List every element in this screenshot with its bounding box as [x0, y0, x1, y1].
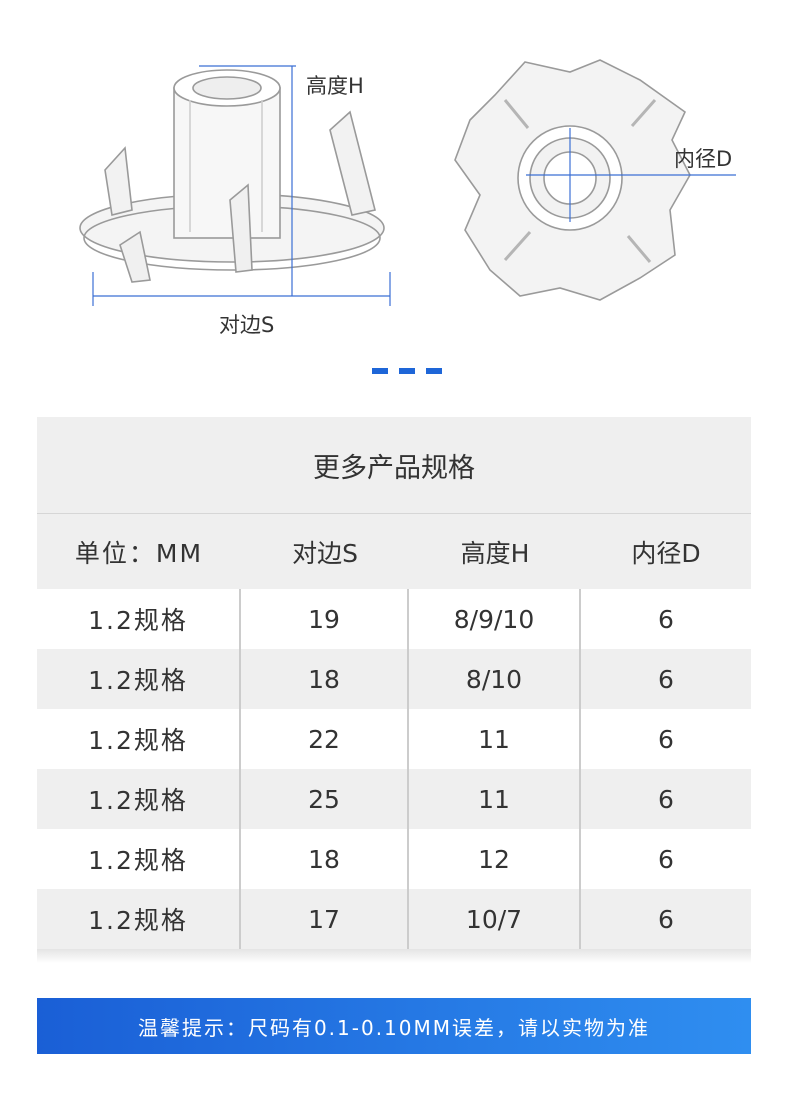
cell-side: 18	[241, 649, 409, 709]
cell-spec: 1.2规格	[37, 649, 241, 709]
cell-spec: 1.2规格	[37, 709, 241, 769]
dimension-lines-top	[526, 128, 736, 222]
cell-inner-diameter: 6	[658, 844, 674, 874]
cell-inner-diameter: 6	[658, 784, 674, 814]
height-dimension-label: 高度H	[306, 74, 364, 98]
inner-diameter-label: 内径D	[674, 147, 733, 171]
table-row: 1.2规格 17 10/7 6	[37, 889, 751, 949]
cell-inner-diameter: 6	[658, 904, 674, 934]
section-divider-dots	[372, 368, 442, 374]
cell-spec: 1.2规格	[37, 589, 241, 649]
table-row: 1.2规格 19 8/9/10 6	[37, 589, 751, 649]
cell-spec: 1.2规格	[37, 889, 241, 949]
header-side: 对边S	[292, 538, 358, 568]
header-height: 高度H	[460, 538, 530, 568]
spec-table-header: 单位：MM 对边S 高度H 内径D	[37, 514, 751, 589]
cell-side: 17	[241, 889, 409, 949]
cell-inner-diameter: 6	[658, 604, 674, 634]
cell-height: 11	[409, 769, 581, 829]
product-drawings	[79, 59, 736, 306]
cell-inner-diameter: 6	[658, 724, 674, 754]
table-row: 1.2规格 22 11 6	[37, 709, 751, 769]
table-bottom-shadow	[37, 949, 751, 963]
cell-side: 18	[241, 829, 409, 889]
header-inner-diameter: 内径D	[631, 538, 701, 568]
cell-height: 12	[409, 829, 581, 889]
table-row: 1.2规格 18 12 6	[37, 829, 751, 889]
divider-dot	[426, 368, 442, 374]
cell-inner-diameter: 6	[658, 664, 674, 694]
tee-nut-top-view	[454, 59, 691, 301]
divider-dot	[372, 368, 388, 374]
divider-dot	[399, 368, 415, 374]
dimension-lines-side	[92, 65, 391, 306]
cell-spec: 1.2规格	[37, 769, 241, 829]
cell-side: 19	[241, 589, 409, 649]
header-unit: 单位：MM	[74, 538, 204, 568]
table-row: 1.2规格 18 8/10 6	[37, 649, 751, 709]
cell-height: 11	[409, 709, 581, 769]
cell-height: 10/7	[409, 889, 581, 949]
cell-side: 25	[241, 769, 409, 829]
cell-spec: 1.2规格	[37, 829, 241, 889]
notice-text: 温馨提示：尺码有0.1-0.10MM误差，请以实物为准	[137, 1015, 651, 1040]
spec-table-title: 更多产品规格	[37, 417, 751, 514]
tolerance-notice-banner: 温馨提示：尺码有0.1-0.10MM误差，请以实物为准	[37, 998, 751, 1054]
side-dimension-label: 对边S	[219, 313, 275, 337]
product-illustration-area: 高度H 对边S 内径D	[0, 0, 790, 350]
cell-height: 8/10	[409, 649, 581, 709]
cell-height: 8/9/10	[409, 589, 581, 649]
tee-nut-side-view	[79, 69, 385, 283]
cell-side: 22	[241, 709, 409, 769]
table-row: 1.2规格 25 11 6	[37, 769, 751, 829]
spec-table: 更多产品规格 单位：MM 对边S 高度H 内径D 1.2规格 19 8/9/10…	[37, 417, 751, 963]
